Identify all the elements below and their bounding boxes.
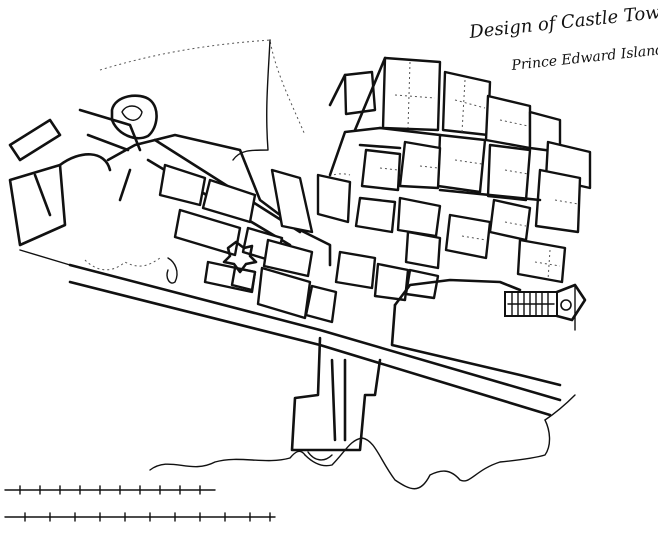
- city-block: [534, 168, 582, 234]
- city-block: [270, 168, 314, 234]
- northern-grid: [334, 56, 592, 302]
- city-block: [396, 196, 442, 238]
- round-bastion: [110, 94, 158, 140]
- city-block: [486, 143, 532, 202]
- city-block: [256, 266, 312, 320]
- south-road: [290, 336, 382, 461]
- city-block: [488, 198, 532, 242]
- western-bastions: [8, 108, 142, 247]
- city-block: [158, 163, 207, 207]
- city-block: [334, 250, 377, 290]
- map-title-line-1: Design of Castle Town: [467, 1, 658, 43]
- city-block: [484, 94, 532, 150]
- central-square: [222, 240, 258, 274]
- city-block: [398, 140, 442, 190]
- city-block: [404, 230, 442, 270]
- approach-roads: [328, 56, 542, 202]
- main-avenue: [19, 249, 562, 417]
- city-block: [354, 196, 397, 234]
- city-block: [441, 70, 492, 137]
- city-block: [516, 238, 567, 284]
- city-block: [360, 148, 402, 192]
- city-block: [436, 133, 487, 194]
- map-title: Design of Castle Town Prince Edward Isla…: [467, 1, 658, 74]
- city-block: [173, 208, 242, 257]
- city-block: [262, 238, 314, 278]
- city-block: [304, 284, 338, 324]
- city-block: [316, 173, 352, 224]
- eastern-waterfront: [390, 278, 576, 387]
- shoreline: [84, 39, 576, 490]
- lot-divisions: [379, 61, 579, 281]
- map-title-line-2: Prince Edward Island: [510, 42, 658, 74]
- city-block: [343, 70, 377, 116]
- city-block: [381, 56, 442, 132]
- barracks-building: [504, 283, 587, 322]
- scale-bar: [4, 485, 216, 495]
- scale-bars: [4, 485, 276, 522]
- city-block: [230, 266, 257, 292]
- scale-bar: [4, 512, 276, 522]
- city-block: [201, 178, 257, 224]
- city-block: [373, 262, 410, 302]
- central-blocks: [158, 163, 352, 324]
